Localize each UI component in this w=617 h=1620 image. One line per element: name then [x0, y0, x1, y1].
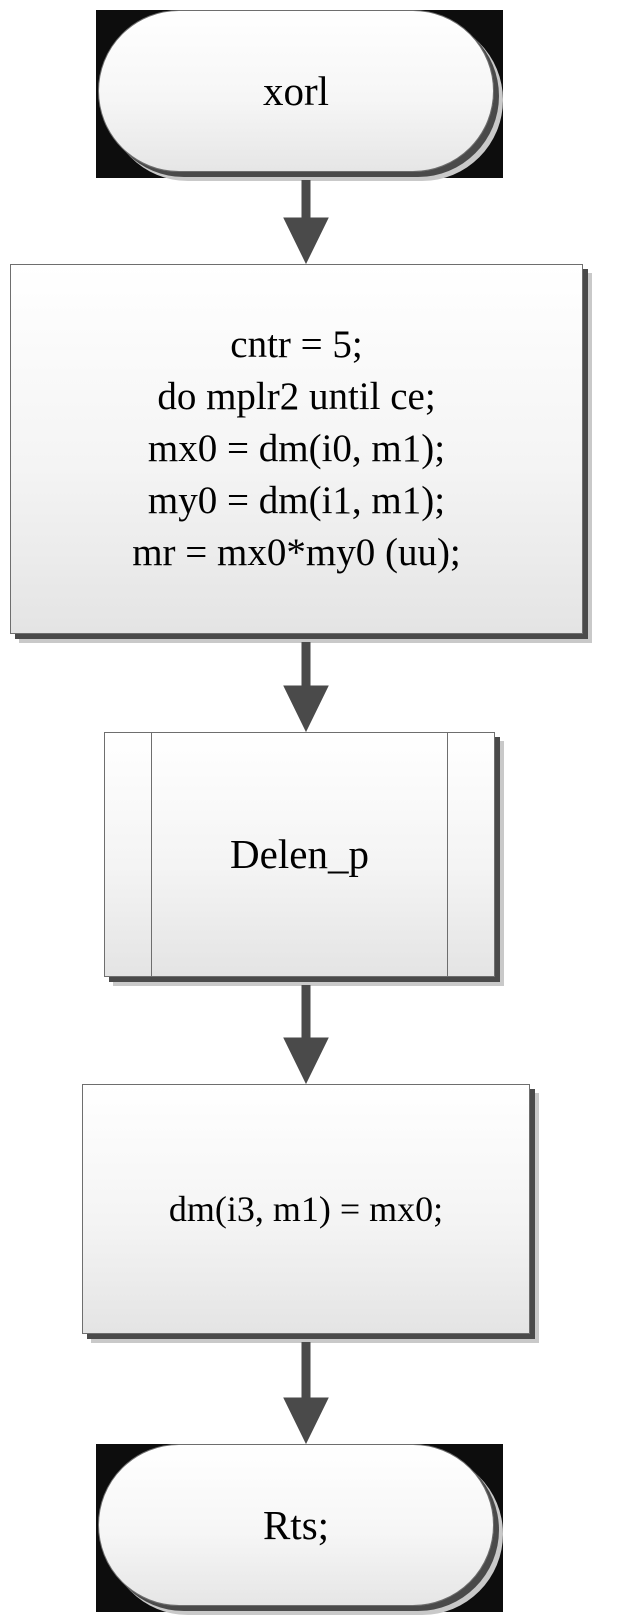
subroutine-left-bar [151, 733, 152, 976]
subroutine-right-bar [447, 733, 448, 976]
process-block-store[interactable]: dm(i3, m1) = mx0; [82, 1084, 530, 1334]
end-label: Rts; [262, 1501, 330, 1548]
subroutine-label: Delen_p [230, 831, 369, 878]
arrowhead-process1 [283, 217, 329, 265]
subroutine-block[interactable]: Delen_p [104, 732, 495, 977]
code-line-1: cntr = 5; [230, 323, 363, 366]
code-line-3: mx0 = dm(i0, m1); [147, 427, 446, 470]
code-line-4: my0 = dm(i1, m1); [147, 479, 446, 522]
end-terminator[interactable]: Rts; [98, 1444, 494, 1606]
code-line-5: mr = mx0*my0 (uu); [132, 531, 461, 574]
store-label: dm(i3, m1) = mx0; [168, 1188, 444, 1229]
process-block-init[interactable]: cntr = 5; do mplr2 until ce; mx0 = dm(i0… [10, 264, 583, 634]
arrowhead-process2 [283, 1037, 329, 1085]
arrowhead-subroutine [283, 685, 329, 733]
arrowhead-end [283, 1397, 329, 1445]
start-label: xorl [262, 67, 330, 114]
start-terminator[interactable]: xorl [98, 10, 494, 172]
code-line-2: do mplr2 until ce; [157, 375, 436, 418]
